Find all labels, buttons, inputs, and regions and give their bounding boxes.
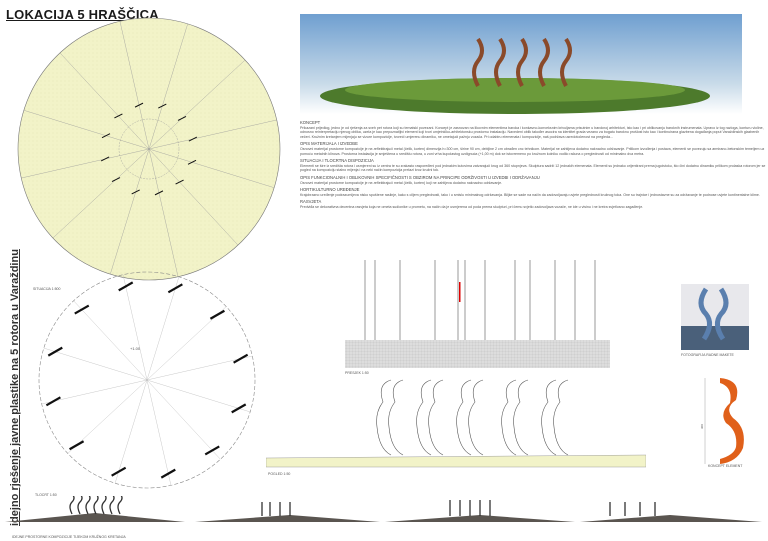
sculpture-element (131, 189, 140, 195)
section-label: PRESJEK 1:50 (345, 371, 369, 375)
sculpture-element (111, 466, 127, 477)
section-body: Prikazani prijedlog, jedno je od rješenj… (300, 125, 764, 139)
sculpture-element (204, 445, 220, 456)
sculpture-element (69, 440, 85, 451)
radial-line (146, 276, 180, 381)
radial-line (148, 119, 277, 150)
vertical-title: idejno rješenje javne plastike na 5 roto… (9, 249, 21, 526)
radial-line (148, 148, 179, 277)
radial-line (41, 379, 148, 405)
sculpture-element (233, 353, 249, 364)
radial-line (148, 23, 188, 150)
concept-element: 300 (700, 378, 744, 464)
section-body: Osnovni materijal prostorne kompozicije … (300, 146, 765, 156)
sculpture-element (175, 179, 184, 185)
radial-line (114, 379, 148, 484)
sculpture-element (47, 346, 63, 357)
site-plan-label: SITUACIJA 1:500 (33, 287, 61, 291)
violin-element (501, 379, 529, 456)
footer-caption: IDEJNE PROSTORNE KOMPOZICIJE TIJEKOM KRU… (12, 535, 126, 539)
maquette-label: FOTOGRAFIJA RADNE MAKETE (681, 353, 734, 357)
radial-line (52, 148, 150, 239)
sculpture-element (209, 309, 225, 320)
sculpture-element (177, 115, 187, 121)
maquette-photo (681, 284, 749, 350)
page-title: LOKACIJA 5 HRAŠČICA (6, 7, 159, 22)
sculpture-element (231, 403, 247, 414)
section-body: Osnovni materijal prostorne kompozicije … (300, 180, 503, 185)
radial-line (23, 110, 150, 150)
radial-line (148, 148, 239, 246)
radial-line (148, 148, 275, 188)
radial-line (73, 300, 148, 381)
sculpture-element (160, 468, 176, 479)
sculpture-element (134, 102, 144, 108)
sculpture-element (167, 283, 183, 294)
radial-line (110, 148, 150, 275)
violin-element (376, 379, 404, 456)
sculpture-element (188, 136, 198, 142)
floor-plan-label: TLOCRT 1:50 (35, 493, 57, 497)
radial-line (119, 21, 150, 150)
violin-element (416, 379, 444, 456)
elevation-label: POGLED 1:50 (268, 472, 291, 476)
section-heading: SITUACIJA I TLOCRTNA DISPOZICIJA (300, 158, 374, 164)
section-heading: HORTIKULTURNO UREĐENJE (300, 187, 360, 193)
sculpture-element (114, 113, 123, 119)
radial-line (21, 148, 150, 179)
section-heading: KONCEPT (300, 120, 321, 125)
sculpture-element (118, 281, 134, 292)
dim-label: +1.00 (130, 346, 141, 351)
sculpture-element (158, 103, 167, 109)
sculpture-element (154, 190, 164, 196)
sculpture-element (100, 156, 110, 162)
sculpture-element (111, 177, 121, 183)
render-photo (300, 14, 742, 114)
radial-line (122, 274, 148, 381)
radial-line (146, 306, 227, 381)
section-body: Predviđa se dekorativna decentna rasvjet… (300, 204, 644, 209)
sequence-elevations (5, 496, 762, 522)
radial-line (59, 52, 150, 150)
radial-line (146, 379, 251, 413)
elevation-drawing (266, 379, 646, 468)
sculpture-element (45, 396, 61, 407)
radial-line (148, 59, 246, 150)
site-plan (17, 17, 281, 281)
radial-line (146, 379, 172, 486)
sculpture-element (74, 304, 90, 315)
floor-plan: +1.00 (38, 271, 256, 489)
radial-line (146, 355, 253, 381)
radial-line (67, 379, 148, 454)
sculpture-element (187, 159, 197, 165)
section-heading: OPIS MATERIJALA I IZVEDBE (300, 141, 358, 147)
violin-element (456, 379, 484, 456)
section-heading: OPIS FUNKCIONALNIH I OBLIKOVNIH SPECIFIČ… (300, 174, 540, 180)
section-drawing (345, 260, 610, 368)
radial-line (43, 347, 148, 381)
dim-height: 300 (700, 424, 704, 429)
section-body: Elementi se šire iz središta rotora i us… (300, 163, 766, 173)
sculpture-element (101, 133, 111, 139)
element-label: KONCEPT ELEMENT (708, 464, 743, 468)
violin-element (541, 379, 569, 456)
section-heading: RASVJETA (300, 199, 322, 205)
radial-line (146, 379, 221, 460)
section-body: Krajobrazno uređenje podrazumijeva nisko… (300, 192, 760, 197)
